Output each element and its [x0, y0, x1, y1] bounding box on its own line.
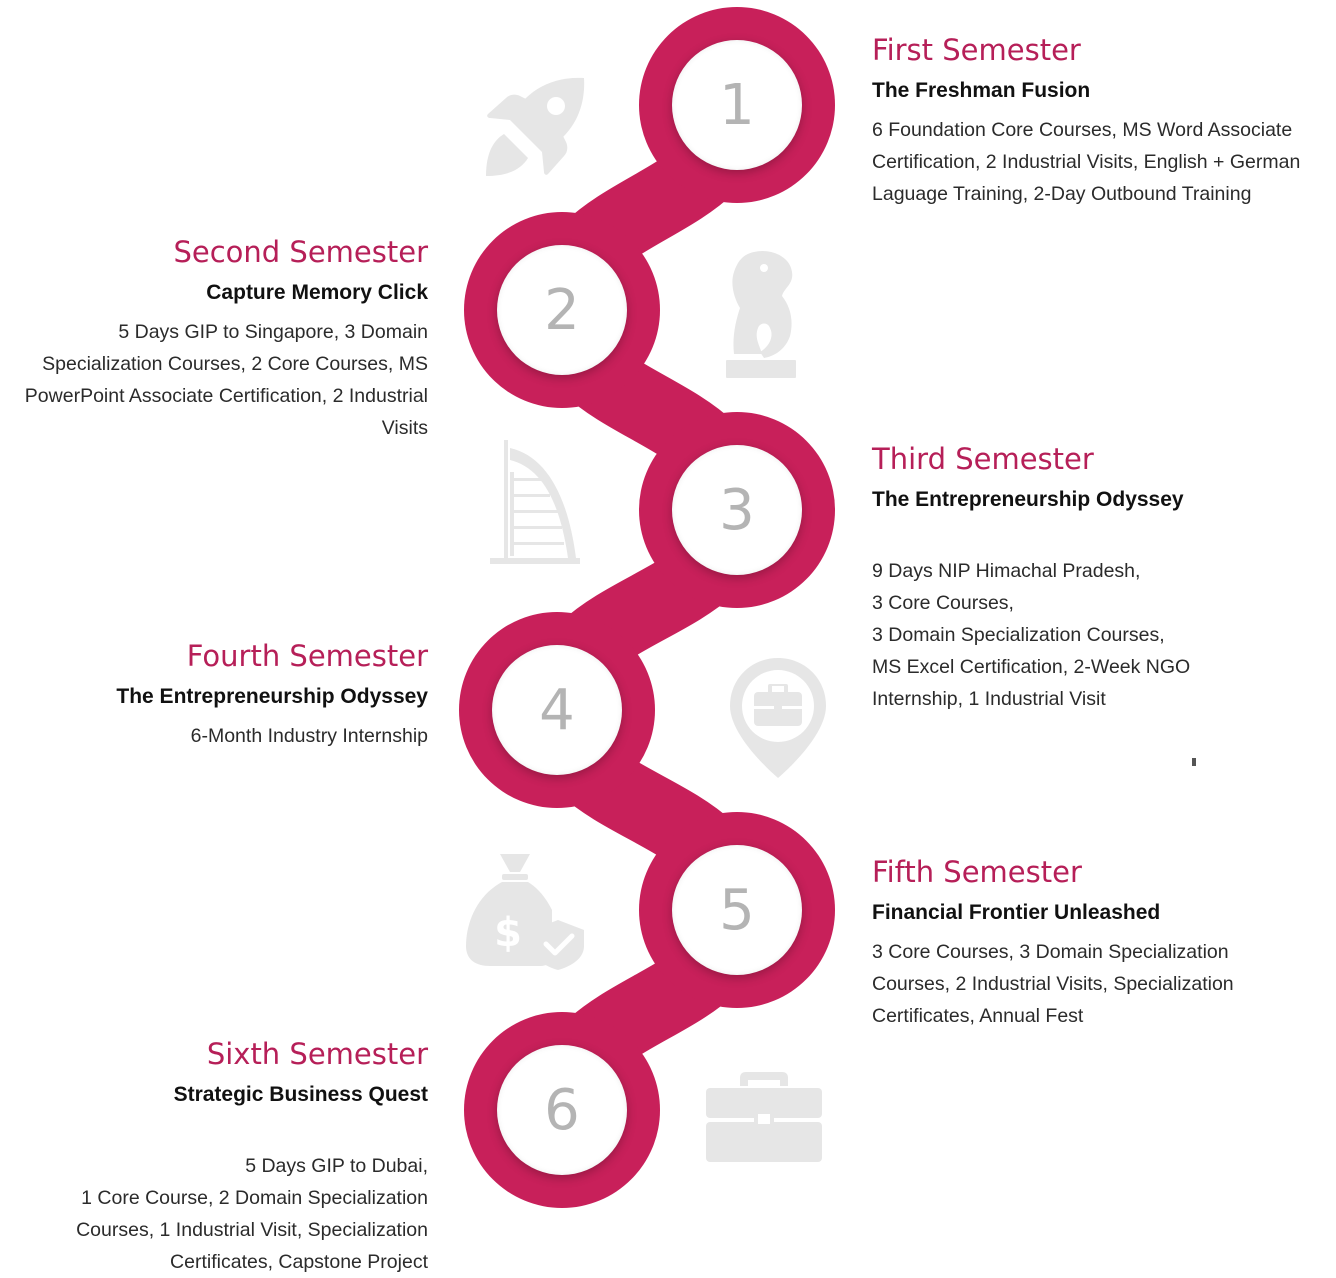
- svg-text:$: $: [494, 910, 522, 956]
- step-2-node: 2: [497, 245, 627, 375]
- semester-3-subtitle: The Entrepreneurship Odyssey: [872, 488, 1184, 512]
- step-3-node: 3: [672, 445, 802, 575]
- step-6-number: 6: [544, 1077, 580, 1143]
- semester-3-description: 9 Days NIP Himachal Pradesh, 3 Core Cour…: [872, 559, 1191, 710]
- step-4-node: 4: [492, 645, 622, 775]
- semester-4-description: 6-Month Industry Internship: [190, 724, 428, 747]
- step-5-node: 5: [672, 845, 802, 975]
- semester-5-description: 3 Core Courses, 3 Domain Specialization …: [872, 940, 1234, 1027]
- semester-2-description: 5 Days GIP to Singapore, 3 Domain Specia…: [24, 320, 428, 439]
- briefcase-icon: [706, 1072, 822, 1162]
- step-5-number: 5: [719, 877, 755, 943]
- briefcase-location-icon: [730, 658, 826, 778]
- semester-6-title: Sixth Semester: [206, 1037, 428, 1071]
- semester-6-subtitle: Strategic Business Quest: [173, 1083, 428, 1107]
- rocket-icon: [486, 77, 585, 176]
- burj-al-arab-icon: [490, 440, 580, 564]
- semester-2-title: Second Semester: [173, 235, 428, 269]
- step-3-number: 3: [719, 477, 755, 543]
- semester-4-subtitle: The Entrepreneurship Odyssey: [116, 685, 428, 709]
- semester-1-title: First Semester: [872, 33, 1081, 67]
- step-1-node: 1: [672, 40, 802, 170]
- semester-1-description: 6 Foundation Core Courses, MS Word Assoc…: [872, 118, 1301, 205]
- money-bag-shield-icon: $: [466, 854, 584, 970]
- semester-3-block: Third Semester The Entrepreneurship Odys…: [872, 442, 1312, 715]
- step-2-number: 2: [544, 277, 580, 343]
- semester-5-block: Fifth Semester Financial Frontier Unleas…: [872, 855, 1312, 1032]
- semester-5-subtitle: Financial Frontier Unleashed: [872, 901, 1161, 925]
- semester-6-description: 5 Days GIP to Dubai, 1 Core Course, 2 Do…: [76, 1154, 428, 1273]
- step-6-node: 6: [497, 1045, 627, 1175]
- semester-2-block: Second Semester Capture Memory Click 5 D…: [8, 235, 428, 444]
- merlion-icon: [726, 250, 796, 378]
- stray-mark: [1192, 758, 1196, 766]
- step-4-number: 4: [539, 677, 575, 743]
- semester-1-subtitle: The Freshman Fusion: [872, 79, 1091, 103]
- semester-5-title: Fifth Semester: [872, 855, 1082, 889]
- step-1-number: 1: [719, 72, 755, 138]
- semester-4-title: Fourth Semester: [186, 639, 428, 673]
- semester-4-block: Fourth Semester The Entrepreneurship Ody…: [8, 639, 428, 752]
- semester-1-block: First Semester The Freshman Fusion 6 Fou…: [872, 33, 1312, 210]
- semester-3-title: Third Semester: [872, 442, 1094, 476]
- semester-2-subtitle: Capture Memory Click: [206, 281, 428, 305]
